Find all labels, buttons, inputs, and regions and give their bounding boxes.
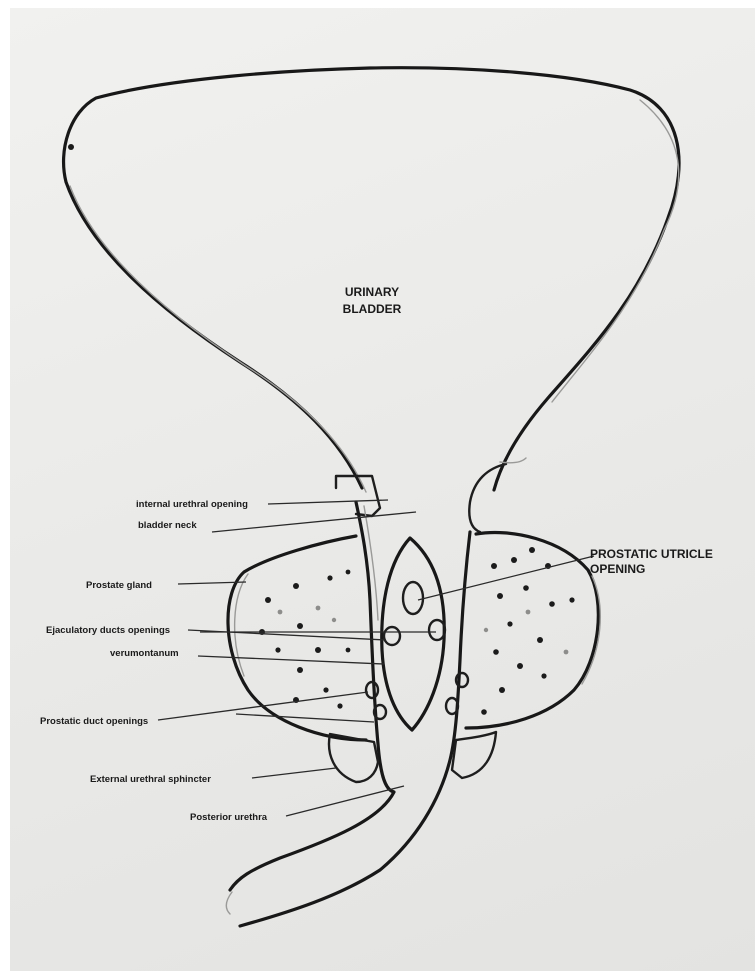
ejaculatory-duct-opening-right (429, 620, 445, 640)
bladder-outline (64, 68, 679, 490)
label-urinary-bladder-line2: BLADDER (343, 302, 402, 316)
label-prostatic-duct-openings: Prostatic duct openings (40, 716, 148, 727)
prostatic-duct-openings (366, 673, 468, 719)
label-urinary-bladder-line1: URINARY (345, 285, 399, 299)
label-verumontanum: verumontanum (110, 648, 179, 659)
label-prostate-gland: Prostate gland (86, 580, 152, 591)
ejaculatory-duct-opening-left (384, 627, 400, 645)
label-external-urethral-sphincter: External urethral sphincter (90, 774, 211, 785)
external-sphincter-left (329, 734, 378, 782)
external-sphincter-right (452, 732, 496, 778)
label-internal-urethral-opening: internal urethral opening (136, 499, 248, 510)
right-urethra-wall (240, 532, 470, 926)
label-prostatic-utricle-opening-line2: OPENING (590, 562, 645, 576)
verumontanum (382, 538, 444, 730)
label-bladder-neck: bladder neck (138, 520, 197, 531)
label-ejaculatory-ducts-openings: Ejaculatory ducts openings (46, 625, 170, 636)
label-posterior-urethra: Posterior urethra (190, 812, 268, 823)
prostatic-utricle-opening (403, 582, 423, 614)
label-prostatic-utricle-opening-line1: PROSTATIC UTRICLE (590, 547, 713, 561)
